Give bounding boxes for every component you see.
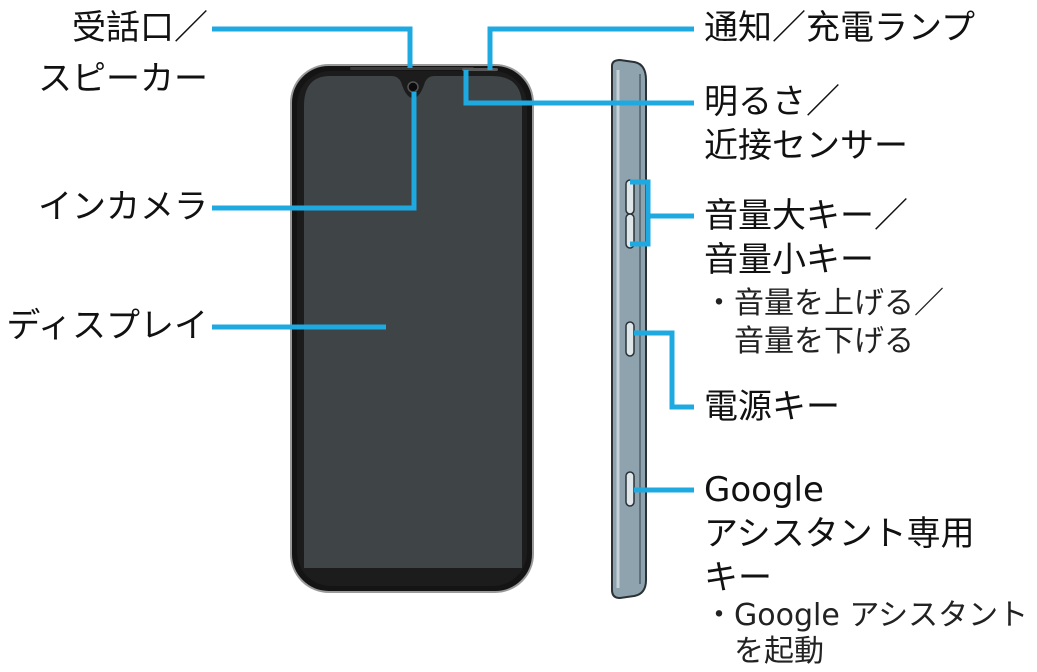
front-camera-lens: [407, 81, 419, 93]
volume-down-button-mark: [625, 213, 635, 249]
label-assistant-key-line2: アシスタント専用: [704, 514, 975, 554]
label-assistant-key-line3: キー: [704, 558, 772, 598]
label-earpiece-line2: スピーカー: [38, 59, 208, 99]
label-notification-lamp: 通知／充電ランプ: [704, 8, 975, 48]
label-power-key: 電源キー: [704, 387, 840, 427]
label-front-camera: インカメラ: [38, 187, 208, 227]
label-light-sensor-line1: 明るさ／: [704, 82, 840, 122]
note-volume-line1: ・音量を上げる／: [704, 286, 944, 321]
leader-volume-bracket: [630, 179, 651, 247]
leader-front-camera: [212, 92, 417, 211]
note-volume-line2: 音量を下げる: [704, 324, 914, 359]
phone-front: [290, 64, 534, 593]
phone-side: [611, 58, 647, 600]
label-volume-keys-line2: 音量小キー: [704, 240, 874, 280]
label-light-sensor-line2: 近接センサー: [704, 126, 908, 166]
assistant-button-mark: [625, 471, 635, 507]
earpiece-slit: [350, 67, 474, 70]
display-screen: [304, 76, 522, 568]
label-assistant-key-line1: Google: [704, 470, 824, 510]
note-assistant-line1: ・Google アシスタント: [704, 598, 1029, 633]
leader-lines: [212, 26, 694, 493]
note-assistant-line2: を起動: [704, 634, 824, 669]
leader-earpiece: [212, 26, 413, 68]
leader-light-sensor: [463, 70, 694, 106]
power-button-mark: [625, 321, 635, 357]
leader-power-key: [634, 330, 694, 410]
label-volume-keys-line1: 音量大キー／: [704, 196, 908, 236]
label-earpiece-line1: 受話口／: [72, 8, 208, 48]
leader-notification-lamp: [487, 26, 694, 70]
volume-up-button-mark: [625, 179, 635, 215]
label-display: ディスプレイ: [6, 306, 208, 346]
